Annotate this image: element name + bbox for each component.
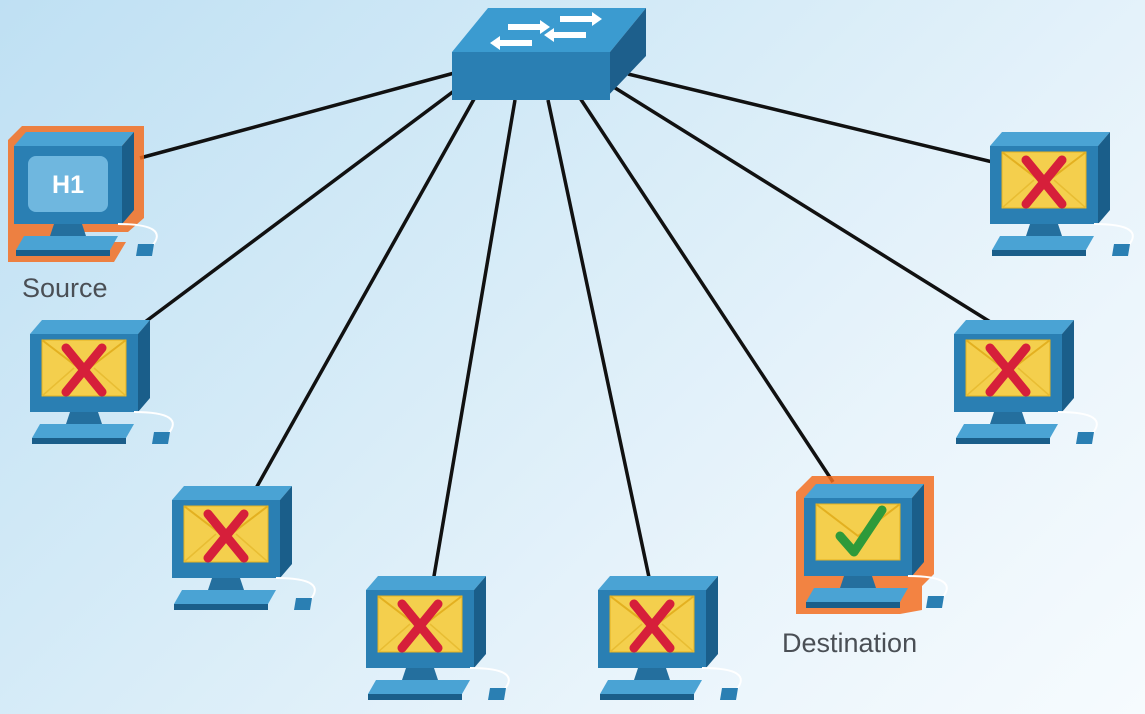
host-bottom-1 <box>365 575 510 701</box>
link-host-left-3 <box>253 91 480 491</box>
x-icon <box>42 340 126 396</box>
link-host-left-2 <box>143 80 468 324</box>
link-host-bottom-2 <box>546 99 652 583</box>
x-icon <box>1002 152 1086 208</box>
destination-host <box>796 476 948 614</box>
host-left-2 <box>29 319 174 445</box>
host-right-1 <box>989 131 1134 257</box>
link-host-right-1 <box>627 72 1006 167</box>
source-screen-text: H1 <box>52 171 84 199</box>
link-host-bottom-1 <box>431 99 517 583</box>
x-icon <box>966 340 1050 396</box>
x-icon <box>610 596 694 652</box>
check-icon <box>815 503 901 561</box>
link-source <box>139 70 459 160</box>
switch <box>452 8 646 100</box>
links <box>139 70 1006 583</box>
destination-label: Destination <box>782 628 917 658</box>
link-host-right-2 <box>611 84 1001 330</box>
host-bottom-2 <box>597 575 742 701</box>
source-label: Source <box>22 273 108 303</box>
x-icon <box>184 506 268 562</box>
switch-arrows-icon <box>490 12 602 50</box>
host-right-2 <box>953 319 1098 445</box>
host-left-3 <box>171 485 316 611</box>
x-icon <box>378 596 462 652</box>
source-host: H1 <box>8 126 158 262</box>
link-destination <box>578 97 835 483</box>
